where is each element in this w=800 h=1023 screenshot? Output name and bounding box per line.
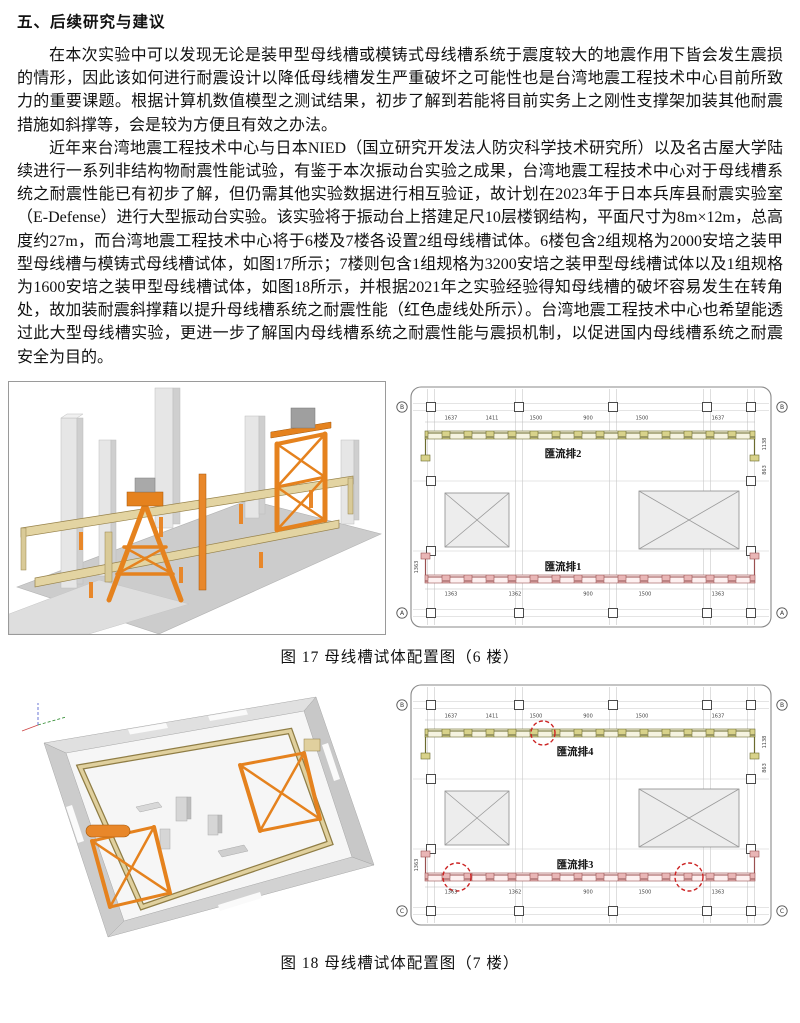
braced-bay-right [638, 490, 740, 550]
svg-text:863: 863 [762, 465, 768, 475]
svg-text:1500: 1500 [530, 713, 543, 719]
busway-support-posts [79, 489, 313, 598]
busway-beams [20, 475, 354, 588]
svg-text:1363: 1363 [712, 889, 725, 895]
svg-text:900: 900 [583, 713, 593, 719]
figure-18-model-image [8, 678, 386, 941]
svg-text:1637: 1637 [712, 415, 725, 421]
busbar-run-top [420, 728, 760, 760]
figure-18-plan-image: B C B C 1637 1411 1500 900 1500 1637 [395, 678, 789, 931]
figure-17-model-image [8, 380, 386, 635]
busbar-run-bottom [420, 552, 760, 584]
paragraph-2: 近年来台湾地震工程技术中心与日本NIED（国立研究开发法人防灾科学技术研究所）以… [17, 139, 783, 366]
wall-openings [66, 709, 340, 911]
figure-18-caption: 图 18 母线槽试体配置图（7 楼） [280, 954, 520, 972]
svg-text:1363: 1363 [414, 560, 420, 573]
grid-bubble-top-left: B [400, 404, 404, 411]
grid-bubble-top-right: B [780, 404, 784, 411]
svg-text:1138: 1138 [762, 735, 768, 748]
svg-text:1363: 1363 [712, 591, 725, 597]
truss-tower-left [106, 477, 184, 603]
dimensions-bottom: 1363 1362 900 1500 1363 [425, 886, 755, 895]
busbar-label-top: 匯流排4 [557, 745, 594, 758]
svg-text:1411: 1411 [486, 415, 499, 421]
perimeter-walls [43, 696, 375, 938]
svg-text:1637: 1637 [445, 415, 458, 421]
svg-text:1363: 1363 [445, 591, 458, 597]
steel-post [198, 473, 207, 591]
paragraph-1: 在本次实验中可以发现无论是装甲型母线槽或模铸式母线槽系统于震度较大的地震作用下皆… [17, 47, 783, 134]
dimensions-side: 1363 1138 863 [414, 735, 768, 871]
body-text: 五、后续研究与建议 在本次实验中可以发现无论是装甲型母线槽或模铸式母线槽系统于震… [0, 0, 800, 369]
figure-18: B C B C 1637 1411 1500 900 1500 1637 [8, 678, 800, 941]
busbar-label-bottom: 匯流排1 [545, 560, 582, 573]
dimensions-top: 1637 1411 1500 900 1500 1637 [425, 415, 755, 423]
braced-bay-right [638, 788, 740, 848]
busbar-label-bottom: 匯流排3 [557, 858, 594, 871]
grid-bubble-bottom-left: A [400, 610, 405, 617]
svg-text:1500: 1500 [636, 713, 649, 719]
busbar-label-top: 匯流排2 [545, 447, 582, 460]
svg-text:900: 900 [583, 591, 593, 597]
slab-outline [410, 386, 772, 628]
slab-outline [410, 684, 772, 926]
braced-bay-left [444, 492, 510, 548]
column-squares [426, 699, 756, 916]
truss-frame-right [238, 738, 322, 833]
figure-17-caption: 图 17 母线槽试体配置图（6 楼） [280, 648, 520, 666]
figure-17: B A B A 1637 1411 1500 900 1500 1637 [8, 380, 800, 635]
svg-text:1138: 1138 [762, 437, 768, 450]
svg-text:1362: 1362 [509, 591, 522, 597]
grid-bubble-bottom-right: A [780, 610, 785, 617]
busbar-run-bottom [420, 850, 760, 882]
svg-text:1411: 1411 [486, 713, 499, 719]
grid-bubble-top-left: B [400, 702, 404, 709]
grid-bubble-bottom-left: C [400, 908, 404, 915]
section-heading: 五、后续研究与建议 [17, 14, 166, 31]
svg-text:863: 863 [762, 763, 768, 773]
svg-text:1637: 1637 [445, 713, 458, 719]
grid-bubble-top-right: B [780, 702, 784, 709]
svg-text:1500: 1500 [639, 591, 652, 597]
svg-text:1500: 1500 [636, 415, 649, 421]
interior-blocks [135, 796, 249, 858]
truss-tower-right [270, 407, 332, 533]
svg-text:1500: 1500 [530, 415, 543, 421]
svg-text:1362: 1362 [509, 889, 522, 895]
busbar-run-top [420, 430, 760, 462]
column-squares [426, 401, 756, 618]
truss-frame-left [85, 824, 172, 909]
dimensions-bottom: 1363 1362 900 1500 1363 [425, 588, 755, 597]
grid-bubbles: B A B A [396, 401, 788, 619]
svg-text:1363: 1363 [414, 858, 420, 871]
grid-bubble-bottom-right: C [780, 908, 784, 915]
dimensions-top: 1637 1411 1500 900 1500 1637 [425, 713, 755, 721]
svg-text:900: 900 [583, 415, 593, 421]
seismic-brace-markers [442, 720, 704, 892]
svg-text:1500: 1500 [639, 889, 652, 895]
sketch-axes-icon [21, 702, 67, 732]
svg-text:1637: 1637 [712, 713, 725, 719]
svg-text:900: 900 [583, 889, 593, 895]
braced-bay-left [444, 790, 510, 846]
grid-bubbles: B C B C [396, 699, 788, 917]
dimensions-side: 1363 1138 863 [414, 437, 768, 573]
figure-17-plan-image: B A B A 1637 1411 1500 900 1500 1637 [395, 380, 789, 633]
svg-text:1363: 1363 [445, 889, 458, 895]
